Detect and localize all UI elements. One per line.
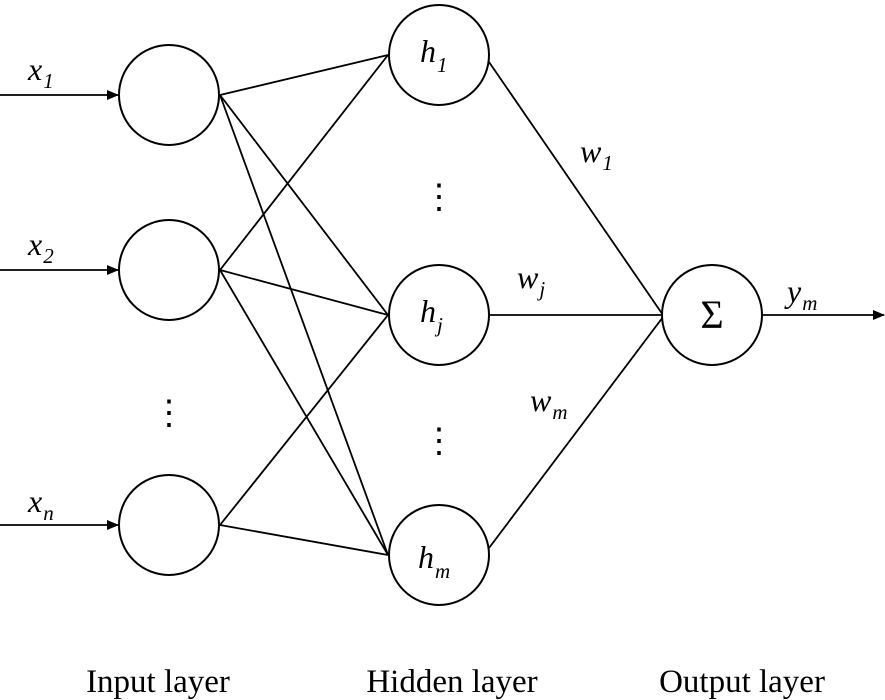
- weight-label-wj: wj: [517, 259, 545, 301]
- hidden-label-h1: h1: [420, 33, 448, 77]
- edge-x1-hm: [219, 94, 389, 556]
- edge-h1-out: [488, 61, 664, 316]
- input-node-n: [118, 474, 220, 576]
- input-label-x1: x1: [27, 51, 54, 93]
- edge-x1-hj: [219, 94, 389, 316]
- input-layer-caption: Input layer: [86, 664, 230, 700]
- hidden-node-1: [388, 4, 490, 106]
- input-layer-nodes: [118, 44, 220, 576]
- edge-xn-hj: [219, 314, 389, 526]
- output-label-ym: ym: [784, 273, 817, 315]
- edge-x2-hj: [219, 269, 389, 316]
- hidden-output-connections: [488, 61, 664, 549]
- edge-x2-hm: [219, 269, 389, 556]
- edge-xn-hm: [219, 524, 389, 556]
- input-label-xn: xn: [27, 483, 54, 525]
- output-layer-caption: Output layer: [659, 664, 825, 700]
- hidden-node-m: [388, 504, 490, 606]
- hidden-layer-caption: Hidden layer: [366, 664, 537, 700]
- input-node-2: [118, 219, 220, 321]
- hidden-node-j: [388, 264, 490, 366]
- input-hidden-connections: [219, 54, 389, 556]
- edge-hm-out: [488, 316, 664, 549]
- input-ellipsis: ⋮: [152, 395, 186, 432]
- hidden-label-hj: hj: [420, 293, 443, 337]
- input-label-x2: x2: [27, 226, 54, 268]
- edge-x2-h1: [219, 54, 389, 271]
- weight-label-wm: wm: [530, 382, 568, 424]
- hidden-layer-nodes: [388, 4, 490, 606]
- hidden-label-hm: hm: [418, 539, 450, 583]
- hidden-ellipsis-top: ⋮: [422, 179, 456, 216]
- input-node-1: [118, 44, 220, 146]
- hidden-ellipsis-bottom: ⋮: [422, 423, 456, 460]
- output-node: [661, 264, 763, 366]
- edge-x1-h1: [219, 54, 389, 96]
- sigma-symbol: Σ: [700, 292, 723, 337]
- weight-label-w1: w1: [580, 133, 613, 175]
- input-arrows: [0, 90, 119, 530]
